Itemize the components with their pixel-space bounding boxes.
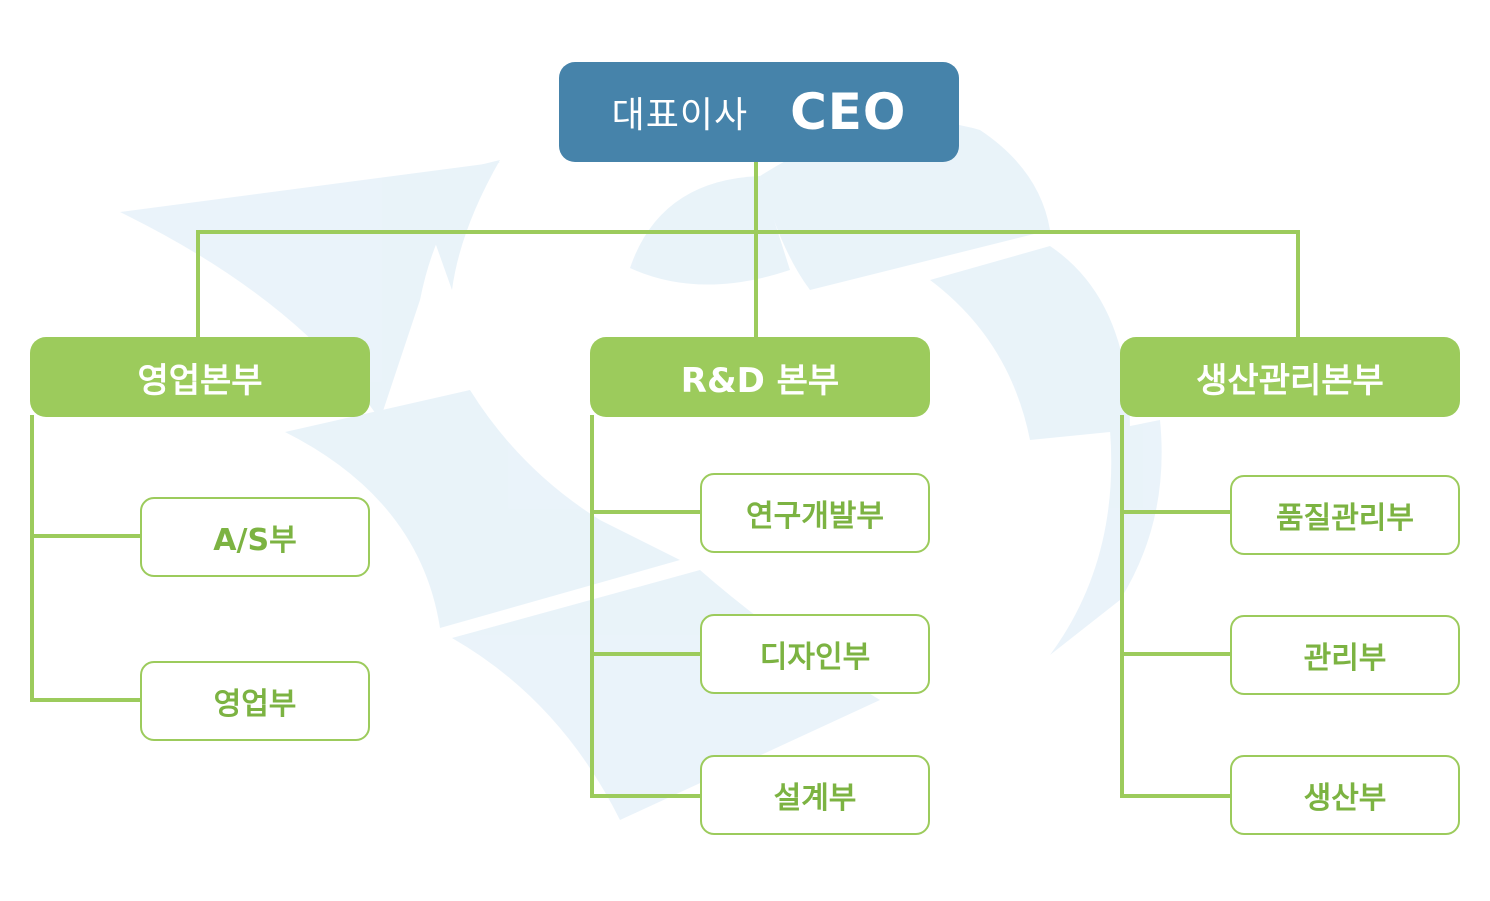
team-node-engineering: 설계부	[700, 755, 930, 835]
team-node-as: A/S부	[140, 497, 370, 577]
division-node-production: 생산관리본부	[1120, 337, 1460, 417]
team-node-quality: 품질관리부	[1230, 475, 1460, 555]
ceo-abbr: CEO	[790, 83, 907, 141]
ceo-node: 대표이사 CEO	[559, 62, 959, 162]
division-node-rnd: R&D 본부	[590, 337, 930, 417]
division-node-sales: 영업본부	[30, 337, 370, 417]
team-node-research: 연구개발부	[700, 473, 930, 553]
team-node-design: 디자인부	[700, 614, 930, 694]
team-node-management: 관리부	[1230, 615, 1460, 695]
team-node-sales: 영업부	[140, 661, 370, 741]
team-node-production: 생산부	[1230, 755, 1460, 835]
ceo-title: 대표이사	[611, 95, 749, 136]
